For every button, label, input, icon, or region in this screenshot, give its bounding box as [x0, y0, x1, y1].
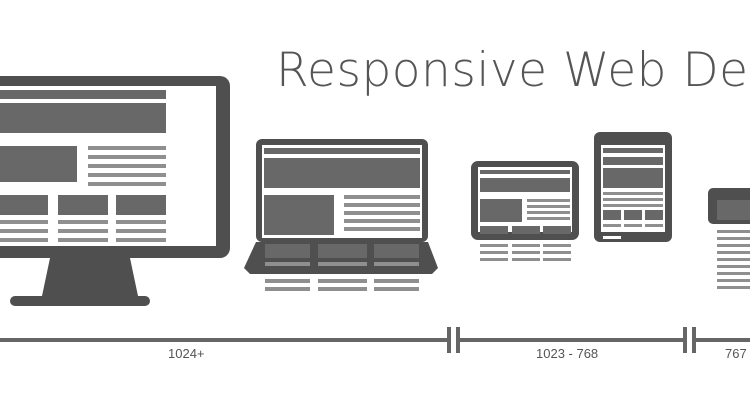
- laptop-icon: [244, 139, 438, 291]
- range-label-mobile: 767: [725, 346, 747, 361]
- tablet-landscape-icon: [471, 161, 579, 261]
- mobile-phone-icon: [708, 188, 750, 289]
- page-title: Responsive Web Design: [276, 43, 750, 98]
- breakpoint-timeline: [0, 327, 750, 353]
- desktop-monitor-icon: [0, 76, 230, 306]
- range-label-desktop: 1024+: [168, 346, 205, 361]
- range-label-tablet: 1023 - 768: [536, 346, 598, 361]
- tablet-portrait-icon: [594, 132, 672, 242]
